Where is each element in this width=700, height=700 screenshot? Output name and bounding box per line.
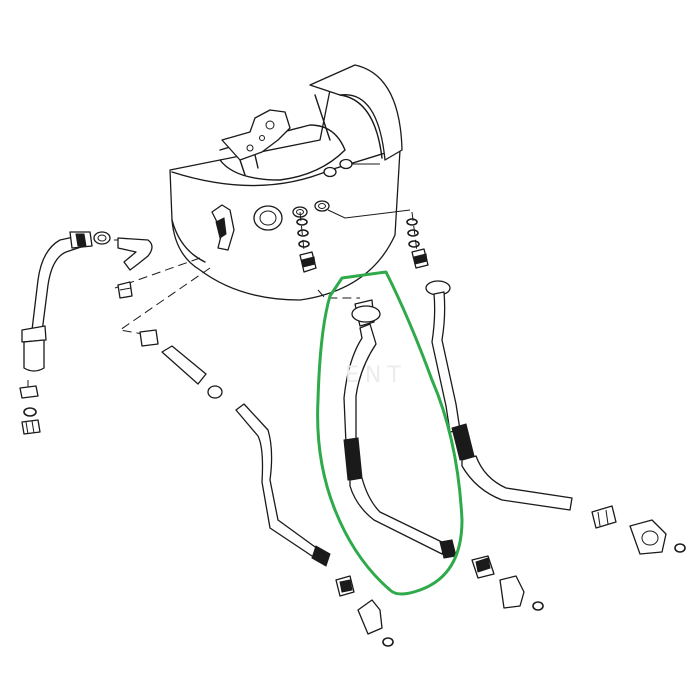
watermark-text: ENT [345, 363, 407, 388]
highlight-outline [316, 270, 464, 596]
lower-right-fittings [471, 505, 686, 611]
port-fittings-left [296, 218, 317, 273]
highlighted-fuel-line [343, 299, 457, 559]
lower-left-fuel-line [139, 329, 394, 647]
left-drain-plug [19, 385, 41, 435]
port-fittings-right [406, 218, 429, 269]
left-breather-hose [21, 231, 153, 372]
right-return-line [425, 280, 573, 511]
tank-housing [169, 64, 411, 301]
